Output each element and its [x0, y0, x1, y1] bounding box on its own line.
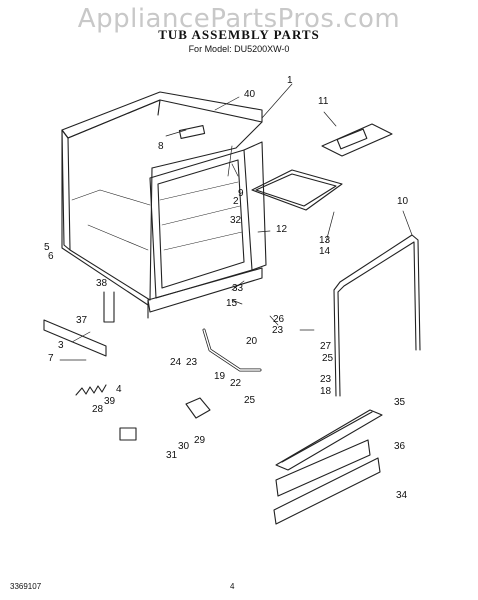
- callout-3: 3: [58, 340, 64, 351]
- callout-40: 40: [244, 89, 256, 100]
- callout-29: 29: [194, 435, 206, 446]
- callout-32: 32: [230, 215, 242, 226]
- watermark: AppliancePartsPros.com: [77, 4, 401, 34]
- callout-27: 27: [320, 341, 332, 352]
- callout-35: 35: [394, 397, 406, 408]
- callout-31: 31: [166, 450, 178, 461]
- callout-23-c: 23: [320, 374, 332, 385]
- callout-12: 12: [276, 224, 288, 235]
- callout-23-b: 23: [186, 357, 198, 368]
- callout-14: 14: [319, 246, 331, 257]
- callout-39: 39: [104, 396, 116, 407]
- callout-7: 7: [48, 353, 54, 364]
- callout-11: 11: [318, 96, 329, 107]
- doc-number: 3369107: [10, 582, 42, 591]
- callout-18: 18: [320, 386, 332, 397]
- callout-25-a: 25: [322, 353, 334, 364]
- callout-22: 22: [230, 378, 242, 389]
- callout-36: 36: [394, 441, 406, 452]
- callout-38: 38: [96, 278, 108, 289]
- callout-10: 10: [397, 196, 409, 207]
- page-number: 4: [230, 582, 235, 591]
- callout-15: 15: [226, 298, 238, 309]
- callout-28: 28: [92, 404, 104, 415]
- callout-9: 9: [238, 188, 244, 199]
- callout-23-a: 23: [272, 325, 284, 336]
- callout-20: 20: [246, 336, 258, 347]
- callout-4: 4: [116, 384, 122, 395]
- callout-19: 19: [214, 371, 226, 382]
- callout-6: 6: [48, 251, 54, 262]
- callout-5: 5: [44, 242, 50, 253]
- callout-13: 13: [319, 235, 331, 246]
- callout-26: 26: [273, 314, 285, 325]
- callout-25-b: 25: [244, 395, 256, 406]
- callout-2: 2: [233, 196, 239, 207]
- leader-lines: [59, 83, 413, 361]
- callout-1: 1: [287, 75, 293, 86]
- door-frame: [149, 141, 267, 299]
- callout-24: 24: [170, 357, 182, 368]
- model-subtitle: For Model: DU5200XW-0: [188, 44, 290, 54]
- page-title: TUB ASSEMBLY PARTS: [158, 27, 320, 42]
- callout-33: 33: [232, 283, 244, 294]
- callout-8: 8: [158, 141, 164, 152]
- tub-body: [61, 91, 263, 306]
- callout-34: 34: [396, 490, 408, 501]
- callout-37: 37: [76, 315, 88, 326]
- callout-30: 30: [178, 441, 190, 452]
